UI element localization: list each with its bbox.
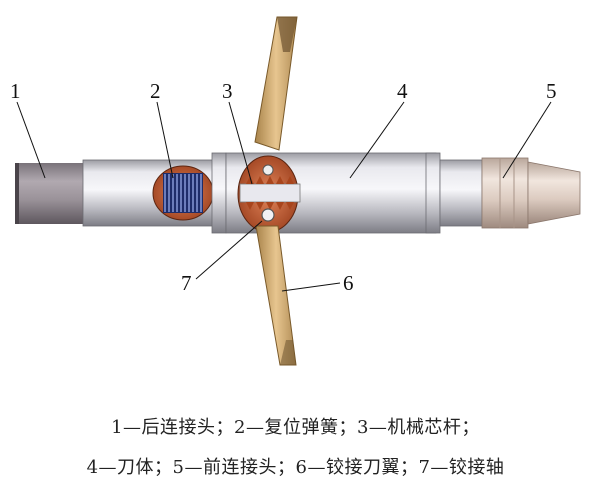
- upper-pivot-pin: [262, 164, 274, 176]
- rack-teeth: [246, 176, 294, 210]
- leader-1: [16, 101, 46, 179]
- caption-line-2: 4—刀体；5—前连接头；6—铰接刀翼；7—铰接轴: [86, 457, 505, 478]
- leader-5: [502, 101, 552, 179]
- body-neck: [439, 159, 483, 227]
- label-4: 4: [397, 79, 408, 103]
- hinged-blade-lower: [255, 225, 297, 366]
- leader-6: [281, 282, 341, 292]
- hinged-blade-upper: [254, 16, 298, 151]
- label-2: 2: [150, 79, 161, 103]
- label-3: 3: [222, 79, 233, 103]
- rear-connector: [15, 163, 83, 224]
- reset-spring-coils: [164, 174, 202, 212]
- mechanical-core-window: [237, 155, 301, 233]
- label-1: 1: [10, 79, 21, 103]
- hinge-shaft: [261, 208, 275, 222]
- leader-3: [228, 101, 253, 185]
- label-7: 7: [181, 271, 192, 295]
- front-connector: [481, 157, 581, 229]
- leader-4: [349, 101, 405, 179]
- leader-lines: [16, 101, 552, 292]
- leader-2: [156, 101, 174, 179]
- leader-7: [195, 220, 263, 280]
- label-6: 6: [343, 271, 354, 295]
- reset-spring-window: [152, 165, 214, 221]
- caption-line-1: 1—后连接头；2—复位弹簧；3—机械芯杆；: [111, 417, 480, 438]
- label-5: 5: [546, 79, 557, 103]
- body-shoulder: [211, 152, 227, 234]
